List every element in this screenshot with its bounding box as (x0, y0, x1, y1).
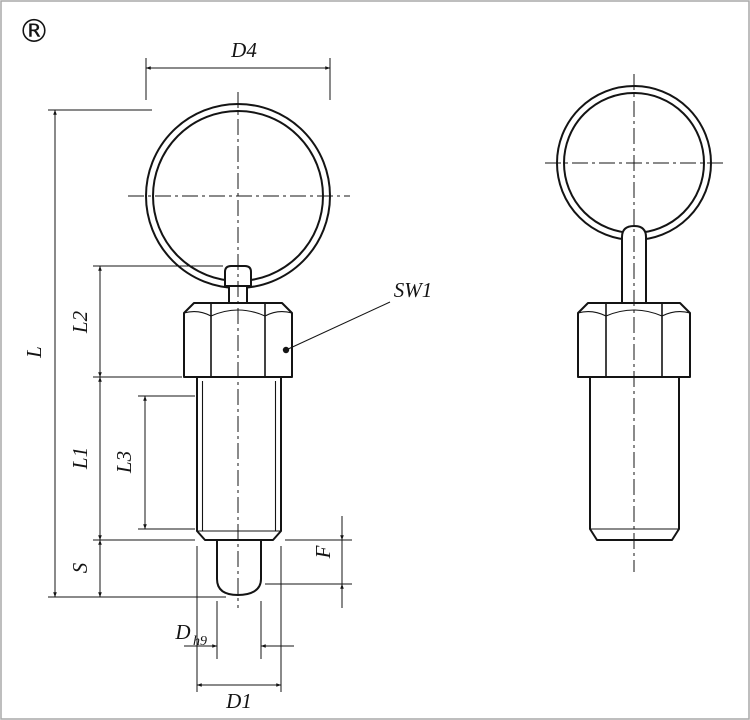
d-pin-label: D (174, 620, 190, 644)
l2-label: L2 (68, 310, 92, 334)
threaded-body (196, 376, 282, 541)
l-label: L (22, 346, 46, 359)
d1-label: D1 (225, 689, 252, 713)
plunger-pin (216, 539, 262, 596)
dimension-d4: D4 (145, 38, 331, 100)
dimension-l: L (22, 109, 226, 598)
f-label: F (311, 545, 335, 559)
s-label: S (68, 562, 92, 573)
l1-label: L1 (68, 447, 92, 470)
l3-label: L3 (112, 451, 136, 474)
dimension-d-h9: D h9 (174, 601, 294, 659)
sw1-label: SW1 (394, 278, 433, 302)
dimension-f: F (265, 516, 352, 608)
dimension-s: S (68, 539, 102, 598)
side-hex-body (577, 302, 691, 378)
dimension-l3: L3 (112, 395, 195, 530)
front-view (128, 92, 350, 608)
front-centerlines (128, 92, 350, 608)
leader-dot (282, 346, 290, 354)
dimension-d1: D1 (196, 546, 282, 713)
side-view (545, 74, 723, 572)
dimension-l2: L2 (68, 265, 223, 378)
dimension-l1: L1 (68, 376, 195, 541)
registered-trademark-symbol: ® (18, 12, 50, 50)
d-pin-tolerance-label: h9 (193, 634, 207, 649)
callout-sw1: SW1 (282, 278, 433, 354)
d4-label: D4 (230, 38, 257, 62)
side-centerlines (545, 74, 723, 572)
